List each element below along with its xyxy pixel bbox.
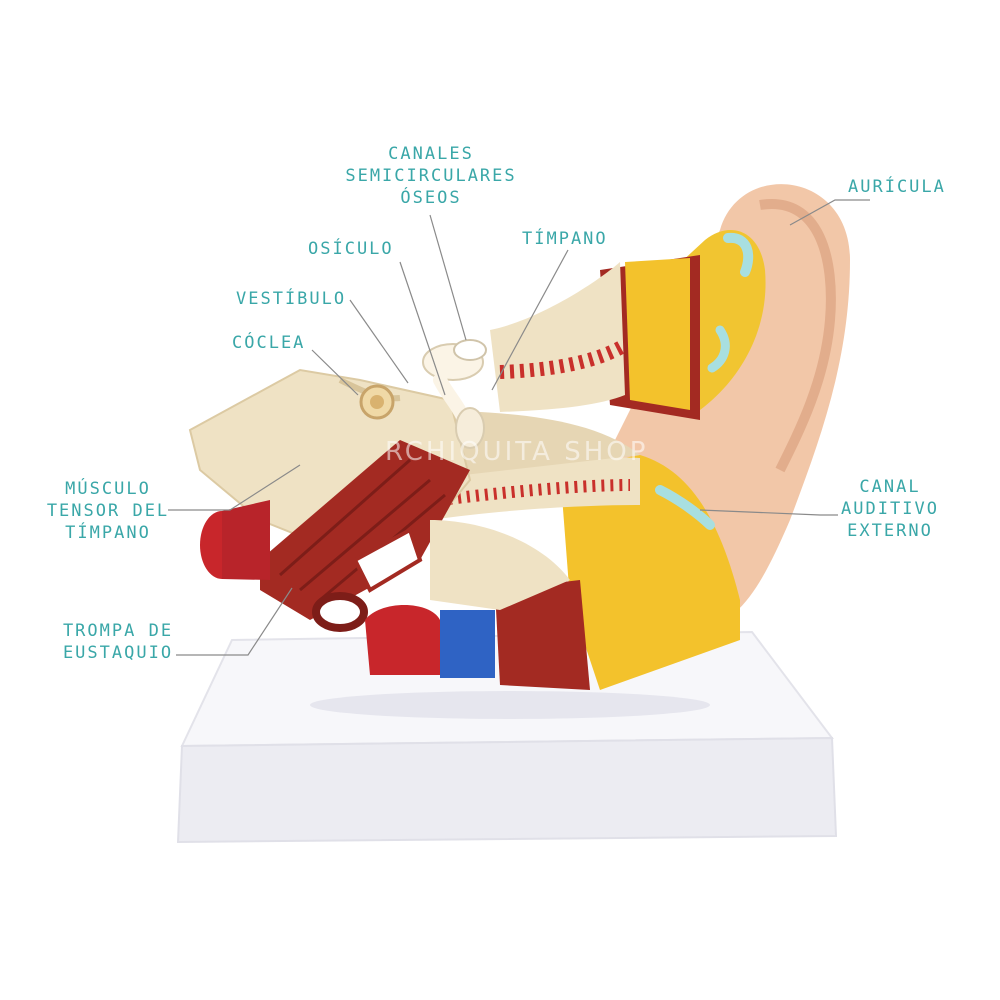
label-canales-semicirculares: CANALES SEMICIRCULARES ÓSEOS [345,144,517,208]
label-osiculo: OSÍCULO [308,239,394,259]
leader-lines [168,199,870,656]
muscle-and-tube [200,440,590,690]
label-coclea: CÓCLEA [232,333,306,353]
watermark: RCHIQUITA SHOP [385,437,649,467]
label-auricula: AURÍCULA [848,177,946,197]
label-timpano: TÍMPANO [522,229,608,249]
label-vestibulo: VESTÍBULO [236,289,347,309]
ossicles-model [422,339,487,449]
label-canal-auditivo: CANAL AUDITIVO EXTERNO [841,477,939,541]
label-trompa-eustaquio: TROMPA DE EUSTAQUIO [62,621,174,663]
label-musculo-tensor: MÚSCULO TENSOR DEL TÍMPANO [46,479,170,543]
